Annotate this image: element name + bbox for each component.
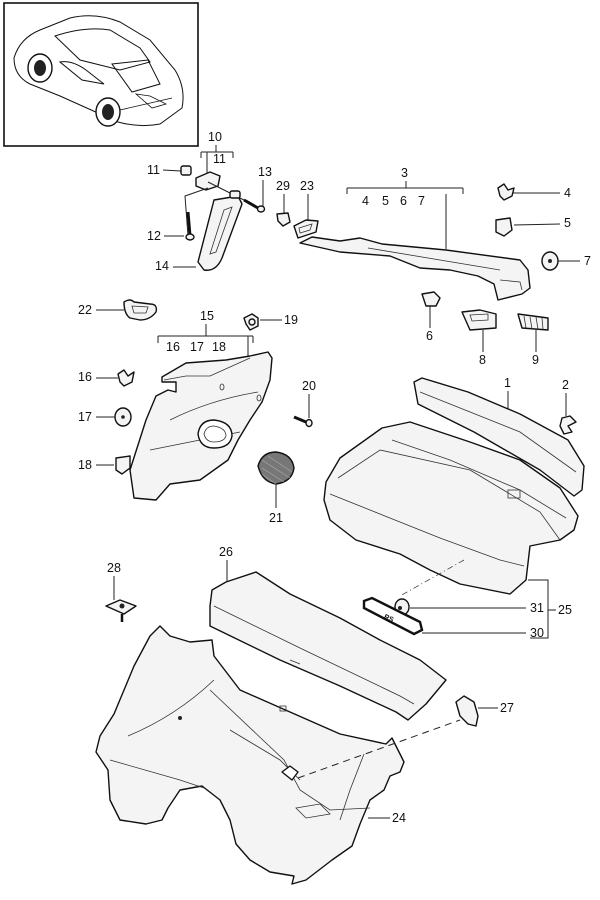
part-14-pillar-trim[interactable] — [197, 190, 243, 271]
bracket-15 — [157, 324, 254, 343]
part-26-cross-trim[interactable] — [209, 571, 447, 721]
callout-22: 22 — [78, 303, 92, 317]
callout-21: 21 — [269, 511, 283, 525]
part-23-cover[interactable] — [293, 219, 319, 239]
assembly-axis-27 — [297, 719, 461, 779]
part-25-rear-shelf[interactable] — [323, 421, 579, 595]
callout-2: 2 — [562, 378, 569, 392]
vehicle-thumbnail[interactable] — [3, 2, 199, 147]
callout-3-sub-5: 5 — [382, 194, 389, 208]
callout-3-sub-7: 7 — [418, 194, 425, 208]
callout-12: 12 — [147, 229, 161, 243]
callout-14: 14 — [155, 259, 169, 273]
callout-30: 30 — [530, 626, 544, 640]
part-18-clip[interactable] — [115, 455, 131, 475]
callout-19: 19 — [284, 313, 298, 327]
leader-5 — [513, 223, 561, 226]
part-16-clip[interactable] — [117, 369, 135, 387]
callout-20: 20 — [302, 379, 316, 393]
callout-25: 25 — [558, 603, 572, 617]
part-22-cover[interactable] — [123, 299, 158, 321]
part-11-clip[interactable] — [180, 165, 192, 176]
callout-6: 6 — [426, 329, 433, 343]
part-1-rear-trim-strip[interactable] — [413, 377, 585, 497]
part-24-trunk-liner[interactable] — [95, 625, 405, 885]
callout-15-sub-18: 18 — [212, 340, 226, 354]
callout-29: 29 — [276, 179, 290, 193]
part-2-clip[interactable] — [559, 415, 577, 435]
callout-28: 28 — [107, 561, 121, 575]
part-3-trim-strip[interactable] — [299, 236, 531, 301]
part-27-cover[interactable] — [455, 695, 479, 727]
callout-4: 4 — [564, 186, 571, 200]
callout-27: 27 — [500, 701, 514, 715]
part-12-screw[interactable] — [185, 211, 195, 241]
part-5-clip[interactable] — [495, 217, 513, 237]
car-outline-icon — [13, 15, 184, 127]
callout-3-sub-6: 6 — [400, 194, 407, 208]
callout-10: 10 — [208, 130, 222, 144]
callout-23: 23 — [300, 179, 314, 193]
part-20-screw[interactable] — [293, 415, 313, 428]
part-17-washer[interactable] — [114, 407, 132, 427]
leader-11 — [162, 169, 182, 172]
callout-31: 31 — [530, 601, 544, 615]
callout-10-sub-11: 11 — [213, 152, 226, 166]
part-29-clip[interactable] — [276, 212, 291, 227]
callout-16: 16 — [78, 370, 92, 384]
part-19-clip[interactable] — [243, 313, 259, 331]
part-30-rs-badge[interactable]: RS — [362, 596, 424, 636]
part-9-vent-grille[interactable] — [517, 313, 549, 331]
bracket-25 — [528, 579, 549, 639]
part-21-speaker-grille[interactable] — [257, 451, 295, 485]
callout-17: 17 — [78, 410, 92, 424]
callout-9: 9 — [532, 353, 539, 367]
callout-15-sub-16: 16 — [166, 340, 180, 354]
leader-13-link — [207, 181, 251, 204]
bracket-10 — [200, 145, 234, 158]
badge-text: RS — [383, 614, 395, 624]
part-13-screw[interactable] — [243, 198, 266, 213]
callout-5: 5 — [564, 216, 571, 230]
callout-8: 8 — [479, 353, 486, 367]
bracket-3 — [346, 181, 464, 194]
part-4-clip[interactable] — [497, 183, 515, 201]
wheel-icon — [95, 97, 121, 127]
part-7-washer[interactable] — [541, 251, 559, 271]
callout-18: 18 — [78, 458, 92, 472]
part-8-cover[interactable] — [461, 309, 497, 331]
callout-3-sub-4: 4 — [362, 194, 369, 208]
leader-12-link — [184, 187, 209, 237]
callout-11: 11 — [147, 163, 160, 177]
part-28-clip[interactable] — [105, 599, 137, 622]
callout-7: 7 — [584, 254, 591, 268]
callout-3: 3 — [401, 166, 408, 180]
callout-13: 13 — [258, 165, 272, 179]
callout-26: 26 — [219, 545, 233, 559]
callout-15: 15 — [200, 309, 214, 323]
callout-1: 1 — [504, 376, 511, 390]
callout-15-sub-17: 17 — [190, 340, 204, 354]
wheel-icon — [27, 53, 53, 83]
part-15-quarter-trim-panel[interactable] — [129, 351, 273, 501]
callout-24: 24 — [392, 811, 406, 825]
part-6-clip[interactable] — [421, 291, 441, 307]
assembly-axis-31 — [399, 559, 465, 597]
part-10-bracket[interactable] — [195, 171, 221, 191]
